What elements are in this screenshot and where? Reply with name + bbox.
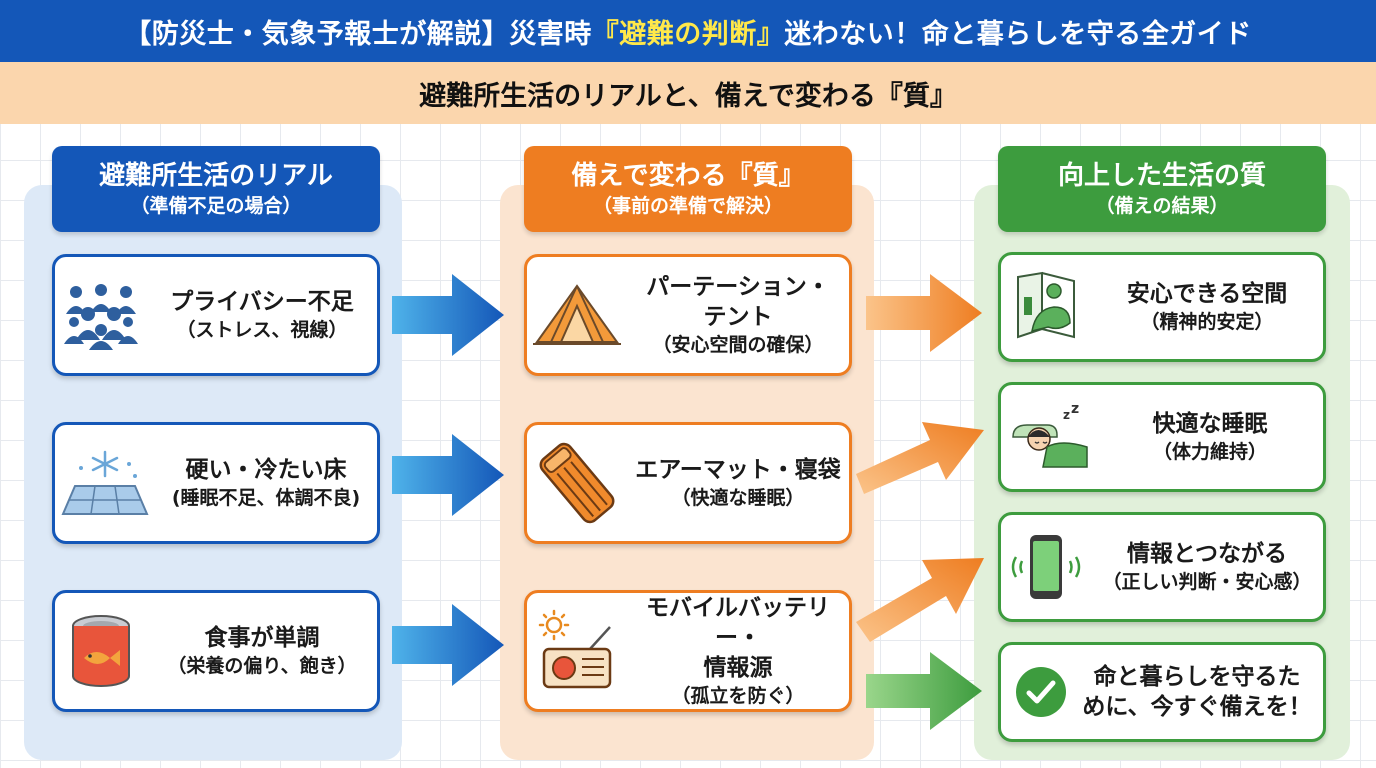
arrow-prep-to-result-2 xyxy=(856,422,984,494)
sleep-icon: z z xyxy=(1001,387,1097,487)
title-part-b: 迷わない！命と暮らしを守る全ガイド xyxy=(784,18,1252,50)
check-icon xyxy=(1001,644,1081,740)
reality-card-privacy: プライバシー不足 （ストレス、視線） xyxy=(52,254,380,376)
prep-card-tent-title-a: パーテーション・ xyxy=(646,273,830,300)
prep-card-tent: パーテーション・ テント （安心空間の確保） xyxy=(524,254,852,376)
reality-card-floor-title: 硬い・冷たい床 xyxy=(185,456,347,483)
result-card-info: 情報とつながる （正しい判断・安心感） xyxy=(998,512,1326,622)
reality-card-privacy-title: プライバシー不足 xyxy=(170,288,354,315)
result-card-callout: 命と暮らしを守るた めに、今すぐ備えを！ xyxy=(998,642,1326,742)
prep-card-tent-title-b: テント xyxy=(703,303,773,330)
reality-card-floor: 硬い・冷たい床 (睡眠不足、体調不良) xyxy=(52,422,380,544)
reality-card-food-text: 食事が単調 （栄養の偏り、飽き） xyxy=(147,623,377,680)
reality-card-food: 食事が単調 （栄養の偏り、飽き） xyxy=(52,590,380,712)
svg-text:z: z xyxy=(1071,401,1079,417)
arrow-prep-to-result-3 xyxy=(856,558,984,642)
result-card-info-sub: （正しい判断・安心感） xyxy=(1102,570,1312,593)
result-header-sub: （備えの結果） xyxy=(1095,195,1229,217)
title-part-a: 【防災士・気象予報士が解説】災害時 xyxy=(124,18,592,50)
result-card-space-text: 安心できる空間 （精神的安定） xyxy=(1091,279,1323,336)
reality-card-floor-sub: (睡眠不足、体調不良) xyxy=(171,486,361,509)
prep-card-tent-sub: （安心空間の確保） xyxy=(652,333,824,356)
prep-card-battery-text: モバイルバッテリー・ 情報源 （孤立を防ぐ） xyxy=(627,593,849,710)
prep-card-battery-title-b: 情報源 xyxy=(703,654,773,681)
result-card-info-title: 情報とつながる xyxy=(1126,540,1288,567)
result-card-sleep-title: 快適な睡眠 xyxy=(1152,410,1268,437)
result-card-callout-line-b: めに、今すぐ備えを！ xyxy=(1082,694,1312,720)
result-card-space: 安心できる空間 （精神的安定） xyxy=(998,252,1326,362)
result-card-space-sub: （精神的安定） xyxy=(1140,310,1274,333)
result-card-sleep-sub: （体力維持） xyxy=(1152,440,1267,463)
result-card-space-title: 安心できる空間 xyxy=(1126,280,1288,307)
canned-food-icon xyxy=(55,601,147,701)
page-subtitle: 避難所生活のリアルと、備えで変わる『質』 xyxy=(0,62,1376,124)
cold-floor-icon xyxy=(55,433,155,533)
arrow-prep-to-result-1 xyxy=(866,274,982,352)
relax-icon xyxy=(1001,257,1091,357)
reality-card-privacy-sub: （ストレス、視線） xyxy=(176,318,348,341)
result-card-info-text: 情報とつながる （正しい判断・安心感） xyxy=(1091,539,1323,596)
prep-header-sub: （事前の準備で解決） xyxy=(592,195,783,217)
prep-header: 備えで変わる『質』 （事前の準備で解決） xyxy=(524,146,852,232)
reality-card-food-title: 食事が単調 xyxy=(204,624,320,651)
prep-card-mat: エアーマット・寝袋 （快適な睡眠） xyxy=(524,422,852,544)
air-mat-icon xyxy=(527,433,627,533)
arrow-reality-to-prep-2 xyxy=(392,434,504,516)
tent-icon xyxy=(527,265,627,365)
prep-card-mat-sub: （快適な睡眠） xyxy=(671,486,805,509)
result-header: 向上した生活の質 （備えの結果） xyxy=(998,146,1326,232)
reality-card-privacy-text: プライバシー不足 （ストレス、視線） xyxy=(147,287,377,344)
arrow-reality-to-prep-1 xyxy=(392,274,504,356)
result-header-title: 向上した生活の質 xyxy=(1057,161,1266,191)
prep-card-battery-sub: （孤立を防ぐ） xyxy=(671,684,805,707)
prep-card-mat-text: エアーマット・寝袋 （快適な睡眠） xyxy=(627,455,849,512)
arrow-prep-to-result-4 xyxy=(866,652,982,730)
reality-header-sub: （準備不足の場合） xyxy=(130,195,302,217)
svg-text:z: z xyxy=(1063,408,1070,422)
page-title: 【防災士・気象予報士が解説】災害時『避難の判断』迷わない！命と暮らしを守る全ガイ… xyxy=(0,0,1376,62)
result-card-callout-line-a: 命と暮らしを守るた xyxy=(1093,664,1301,690)
reality-card-food-sub: （栄養の偏り、飽き） xyxy=(167,654,357,677)
result-card-sleep: z z 快適な睡眠 （体力維持） xyxy=(998,382,1326,492)
title-highlight: 『避難の判断』 xyxy=(591,18,785,50)
result-card-sleep-text: 快適な睡眠 （体力維持） xyxy=(1097,409,1323,466)
phone-icon xyxy=(1001,517,1091,617)
result-card-callout-text: 命と暮らしを守るた めに、今すぐ備えを！ xyxy=(1081,662,1323,722)
prep-card-battery-title-a: モバイルバッテリー・ xyxy=(646,594,830,651)
crowd-icon xyxy=(55,265,147,365)
arrow-reality-to-prep-3 xyxy=(392,604,504,686)
reality-card-floor-text: 硬い・冷たい床 (睡眠不足、体調不良) xyxy=(155,455,377,512)
prep-card-battery: モバイルバッテリー・ 情報源 （孤立を防ぐ） xyxy=(524,590,852,712)
radio-icon xyxy=(527,601,627,701)
prep-card-tent-text: パーテーション・ テント （安心空間の確保） xyxy=(627,272,849,359)
prep-card-mat-title: エアーマット・寝袋 xyxy=(635,456,841,483)
reality-header-title: 避難所生活のリアル xyxy=(99,161,333,191)
reality-header: 避難所生活のリアル （準備不足の場合） xyxy=(52,146,380,232)
prep-header-title: 備えで変わる『質』 xyxy=(571,161,805,191)
